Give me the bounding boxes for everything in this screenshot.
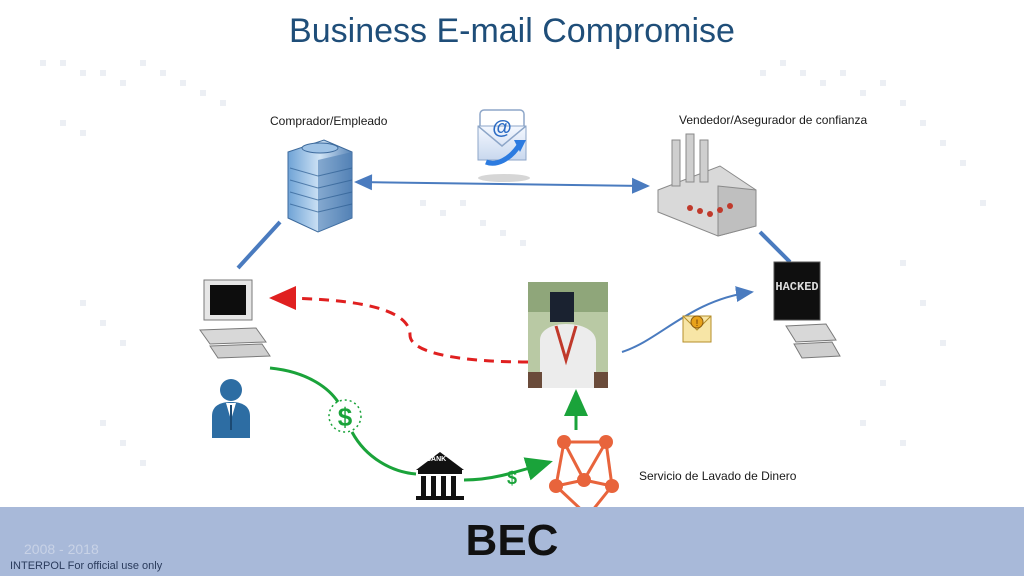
svg-text:@: @ <box>492 117 512 139</box>
dollar-icon-3: $ <box>571 398 581 418</box>
criminal-photo <box>528 282 608 388</box>
hacked-computer-icon: HACKED <box>773 261 841 359</box>
malicious-email-icon: ! <box>682 315 712 343</box>
email-icon: @ <box>477 109 530 182</box>
office-building-icon <box>287 139 353 233</box>
svg-text:$: $ <box>338 402 353 432</box>
svg-text:$: $ <box>571 398 581 418</box>
world-map-background <box>40 60 986 466</box>
page-title: Business E-mail Compromise <box>289 12 735 50</box>
money-flow-3 <box>463 457 553 482</box>
footer-classification: INTERPOL For official use only <box>10 560 163 572</box>
money-flow-1 <box>269 366 340 403</box>
buyer-building-to-computer-line <box>236 220 282 270</box>
employee-person-icon <box>212 379 250 438</box>
bank-icon <box>416 452 464 500</box>
buyer-label: Comprador/Empleado <box>270 114 388 128</box>
footer-acronym: BEC <box>465 516 559 565</box>
compromise-arrow <box>621 286 754 353</box>
spoof-email-arrow <box>269 286 529 364</box>
money-flow-2 <box>350 431 417 476</box>
bank-icon-text: BANK <box>426 456 447 463</box>
factory-icon <box>657 133 757 237</box>
svg-text:HACKED: HACKED <box>775 280 818 294</box>
svg-text:$: $ <box>507 468 517 488</box>
dollar-icon-2: $ <box>507 468 517 488</box>
laundering-label: Servicio de Lavado de Dinero <box>639 469 797 483</box>
svg-text:!: ! <box>696 318 699 328</box>
buyer-computer-icon <box>199 279 271 359</box>
vendor-to-hacked-computer-line <box>758 230 792 264</box>
dollar-icon-1: $ <box>328 399 362 433</box>
footer-years: 2008 - 2018 <box>24 541 99 557</box>
buyer-vendor-link <box>354 174 650 194</box>
vendor-label: Vendedor/Asegurador de confianza <box>679 113 868 127</box>
footer-band <box>0 507 1024 576</box>
